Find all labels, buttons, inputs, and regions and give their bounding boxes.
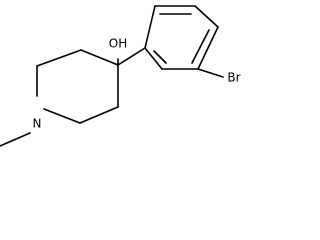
n-methyl-bond xyxy=(0,132,31,147)
benzene-bond-4 xyxy=(197,26,219,70)
benzene-bond-6 xyxy=(144,47,163,70)
benzene-bond-1 xyxy=(144,5,156,49)
ring-bond-6 xyxy=(43,108,81,124)
ring-bond-2 xyxy=(36,49,82,67)
structure-diagram: OH N Br xyxy=(0,0,259,148)
benzene-inner-bond-3 xyxy=(153,50,167,64)
bromine-label: Br xyxy=(227,71,240,85)
benzene-inner-bond-2 xyxy=(191,29,210,64)
nitrogen-label: N xyxy=(33,117,42,131)
ring-bond-5 xyxy=(79,106,119,124)
aryl-bond xyxy=(117,47,146,66)
ring-bond-3 xyxy=(80,49,119,66)
benzene-bond-3 xyxy=(194,5,219,28)
molecule-svg: OH N Br xyxy=(0,5,241,147)
hydroxyl-label: OH xyxy=(109,37,127,51)
bromine-bond xyxy=(197,68,224,78)
